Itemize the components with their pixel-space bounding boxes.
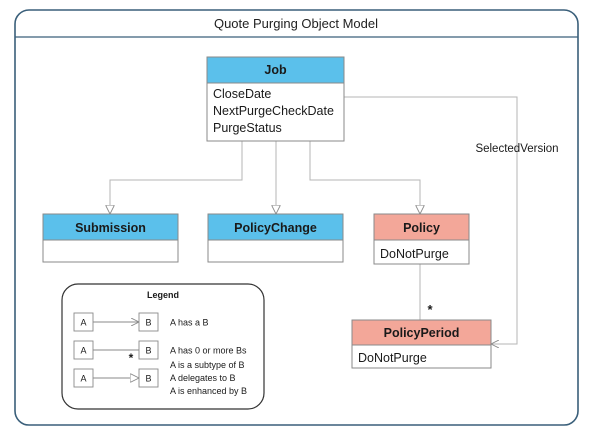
class-policy-header <box>373 213 470 241</box>
class-policychange[interactable]: PolicyChange <box>207 213 344 263</box>
legend-title: Legend <box>147 290 179 300</box>
legend-box-b <box>138 340 159 360</box>
connector-job-submission <box>110 141 243 214</box>
class-policy[interactable]: Policy DoNotPurge <box>373 213 470 265</box>
policy-period-multiplicity: * <box>427 302 433 317</box>
class-policyperiod-name: PolicyPeriod <box>384 326 460 340</box>
legend-box-a-label: A <box>80 374 86 384</box>
legend: Legend A B A has a B A * B A has 0 or mo… <box>61 283 265 410</box>
class-submission-header <box>42 213 179 241</box>
diagram-title: Quote Purging Object Model <box>214 16 378 31</box>
class-policychange-name: PolicyChange <box>234 221 317 235</box>
class-job-name: Job <box>264 63 287 77</box>
legend-box-b-label: B <box>145 318 151 328</box>
legend-delegates-text: A delegates to B <box>170 373 236 383</box>
legend-box-b-label: B <box>145 346 151 356</box>
class-policychange-header <box>207 213 344 241</box>
class-submission[interactable]: Submission <box>42 213 179 263</box>
connector-job-selectedversion <box>344 96 518 344</box>
legend-enhanced-text: A is enhanced by B <box>170 386 247 396</box>
legend-box-a-label: A <box>80 318 86 328</box>
class-policyperiod-header <box>351 319 492 346</box>
class-submission-name: Submission <box>75 221 146 235</box>
connectors <box>110 96 518 344</box>
legend-has-a-text: A has a B <box>170 318 209 328</box>
legend-box-b <box>138 312 159 332</box>
legend-box-a-label: A <box>80 346 86 356</box>
selected-version-label: SelectedVersion <box>475 143 558 155</box>
class-job-attr: PurgeStatus <box>213 121 282 135</box>
class-policy-attr: DoNotPurge <box>380 247 449 261</box>
legend-many-marker: * <box>129 351 134 365</box>
connector-job-policy <box>309 141 420 214</box>
class-job-attr: CloseDate <box>213 87 271 101</box>
class-policyperiod[interactable]: PolicyPeriod DoNotPurge <box>351 319 492 369</box>
class-policyperiod-attr: DoNotPurge <box>358 351 427 365</box>
class-policy-name: Policy <box>403 221 440 235</box>
legend-box-b-label: B <box>145 374 151 384</box>
class-job[interactable]: Job CloseDate NextPurgeCheckDate PurgeSt… <box>206 56 345 142</box>
legend-box-b <box>138 368 159 388</box>
class-job-attr: NextPurgeCheckDate <box>213 104 334 118</box>
class-job-header <box>206 56 345 84</box>
legend-subtype-text: A is a subtype of B <box>170 360 245 370</box>
legend-has-many-text: A has 0 or more Bs <box>170 346 247 356</box>
